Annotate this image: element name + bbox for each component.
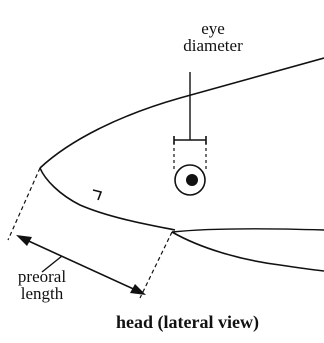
snout-outline: [40, 168, 175, 230]
nostril: [93, 190, 101, 200]
eye-diameter-label: eye diameter: [168, 20, 258, 54]
mouth-line: [172, 229, 324, 232]
preoral-arrowhead-left: [16, 235, 32, 246]
preoral-label-line1: preoral: [2, 268, 82, 285]
eye-label-line2: diameter: [168, 37, 258, 54]
preoral-extent-snout: [8, 168, 40, 240]
lower-jaw-outline: [172, 232, 324, 271]
head-dorsal-outline: [40, 58, 324, 168]
preoral-extent-mouth: [140, 232, 172, 298]
eye-pupil: [186, 174, 198, 186]
preoral-length-label: preoral length: [2, 268, 82, 302]
figure-caption: head (lateral view): [116, 314, 324, 331]
eye-label-line1: eye: [168, 20, 258, 37]
preoral-label-line2: length: [2, 285, 82, 302]
